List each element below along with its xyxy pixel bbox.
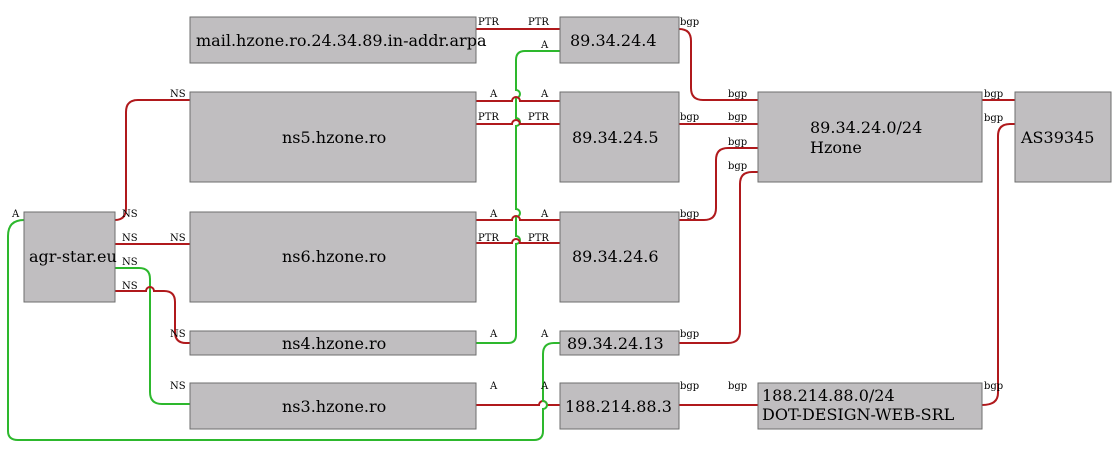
node-as39345-label: AS39345 <box>1020 128 1094 147</box>
port-label-ns: NS <box>170 329 186 340</box>
node-ip-188-214-88-3[interactable]: 188.214.88.3 <box>559 382 680 430</box>
port-label-ptr: PTR <box>478 233 499 244</box>
edge-ptr-ns6-to-ip6 <box>476 238 560 244</box>
port-label-a: A <box>489 89 498 100</box>
node-ip-89-34-24-4[interactable]: 89.34.24.4 <box>559 16 680 64</box>
port-label-ns: NS <box>170 89 186 100</box>
node-ns6-label: ns6.hzone.ro <box>282 247 386 266</box>
edge-ptr-ns5-to-ip5 <box>476 119 560 125</box>
port-label-a: A <box>11 209 20 220</box>
node-ip-89-34-24-13[interactable]: 89.34.24.13 <box>559 330 680 356</box>
port-label-ptr: PTR <box>478 17 499 28</box>
node-ns4-label: ns4.hzone.ro <box>282 334 386 353</box>
port-label-a: A <box>540 40 549 51</box>
node-ns4[interactable]: ns4.hzone.ro <box>189 330 477 356</box>
port-label-bgp: bgp <box>984 381 1003 392</box>
port-label-ns: NS <box>170 233 186 244</box>
port-labels: PTR PTR A bgp NS A A PTR PTR bgp bgp bgp… <box>11 17 1003 392</box>
node-ns3[interactable]: ns3.hzone.ro <box>189 382 477 430</box>
node-prefix-hzone-name: Hzone <box>810 138 862 157</box>
node-ns6[interactable]: ns6.hzone.ro <box>189 211 477 303</box>
port-label-ns: NS <box>122 257 138 268</box>
node-prefix-hzone-cidr: 89.34.24.0/24 <box>810 118 922 137</box>
port-label-bgp: bgp <box>680 329 699 340</box>
port-label-ptr: PTR <box>528 112 549 123</box>
edge-bgp-ip6-to-hzone <box>679 147 758 221</box>
port-label-bgp: bgp <box>728 381 747 392</box>
port-label-a: A <box>540 89 549 100</box>
port-label-bgp: bgp <box>984 113 1003 124</box>
node-ip-89-34-24-6-label: 89.34.24.6 <box>572 247 659 266</box>
node-ip-89-34-24-6[interactable]: 89.34.24.6 <box>559 211 680 303</box>
edge-ns-agr-to-ns4 <box>115 286 190 344</box>
port-label-ptr: PTR <box>478 112 499 123</box>
port-label-bgp: bgp <box>680 17 699 28</box>
port-label-bgp: bgp <box>984 89 1003 100</box>
nodes: mail.hzone.ro.24.34.89.in-addr.arpa 89.3… <box>23 16 1112 430</box>
node-ns5-label: ns5.hzone.ro <box>282 128 386 147</box>
edge-a-ns5-to-ip5 <box>476 96 560 102</box>
edge-a-ns6-to-ip6 <box>476 215 560 221</box>
port-label-bgp: bgp <box>680 209 699 220</box>
port-label-a: A <box>489 209 498 220</box>
node-prefix-dot-cidr: 188.214.88.0/24 <box>762 386 895 405</box>
port-label-bgp: bgp <box>680 112 699 123</box>
port-label-a: A <box>540 329 549 340</box>
edge-bgp-dot-to-as <box>981 123 1015 406</box>
node-as39345[interactable]: AS39345 <box>1014 91 1112 183</box>
node-ip-89-34-24-4-label: 89.34.24.4 <box>570 31 657 50</box>
node-mail-arpa-label: mail.hzone.ro.24.34.89.in-addr.arpa <box>196 31 487 50</box>
port-label-a: A <box>540 381 549 392</box>
port-label-ptr: PTR <box>528 233 549 244</box>
node-ip-188-214-88-3-label: 188.214.88.3 <box>565 397 672 416</box>
node-prefix-dot-name: DOT-DESIGN-WEB-SRL <box>762 405 955 424</box>
edge-ns-agr-to-ns3 <box>115 267 190 405</box>
edge-bgp-ip4-to-hzone <box>678 28 758 101</box>
port-label-bgp: bgp <box>680 381 699 392</box>
edges <box>7 28 1015 441</box>
node-agr-star[interactable]: agr-star.eu <box>23 211 117 303</box>
port-label-bgp: bgp <box>728 161 747 172</box>
port-label-a: A <box>489 329 498 340</box>
port-label-ns: NS <box>170 381 186 392</box>
node-ip-89-34-24-5-label: 89.34.24.5 <box>572 128 659 147</box>
port-label-ns: NS <box>122 233 138 244</box>
port-label-a: A <box>540 209 549 220</box>
node-agr-star-label: agr-star.eu <box>29 247 117 266</box>
edge-a-agr-to-ip13 <box>7 219 560 441</box>
node-ns3-label: ns3.hzone.ro <box>282 397 386 416</box>
port-label-a: A <box>489 381 498 392</box>
node-prefix-hzone[interactable]: 89.34.24.0/24 Hzone <box>757 91 983 183</box>
node-mail-arpa[interactable]: mail.hzone.ro.24.34.89.in-addr.arpa <box>189 16 487 64</box>
node-prefix-dot-design[interactable]: 188.214.88.0/24 DOT-DESIGN-WEB-SRL <box>757 382 983 430</box>
port-label-bgp: bgp <box>728 112 747 123</box>
edge-ns-agr-to-ns5 <box>114 99 190 221</box>
port-label-ns: NS <box>122 281 138 292</box>
port-label-bgp: bgp <box>728 89 747 100</box>
port-label-ns: NS <box>122 209 138 220</box>
node-ip-89-34-24-5[interactable]: 89.34.24.5 <box>559 91 680 183</box>
node-ns5[interactable]: ns5.hzone.ro <box>189 91 477 183</box>
port-label-bgp: bgp <box>728 137 747 148</box>
edge-bgp-ip13-to-hzone <box>679 171 758 344</box>
node-ip-89-34-24-13-label: 89.34.24.13 <box>567 334 664 353</box>
edge-a-ns4-to-ip4 <box>476 50 560 344</box>
port-label-ptr: PTR <box>528 17 549 28</box>
